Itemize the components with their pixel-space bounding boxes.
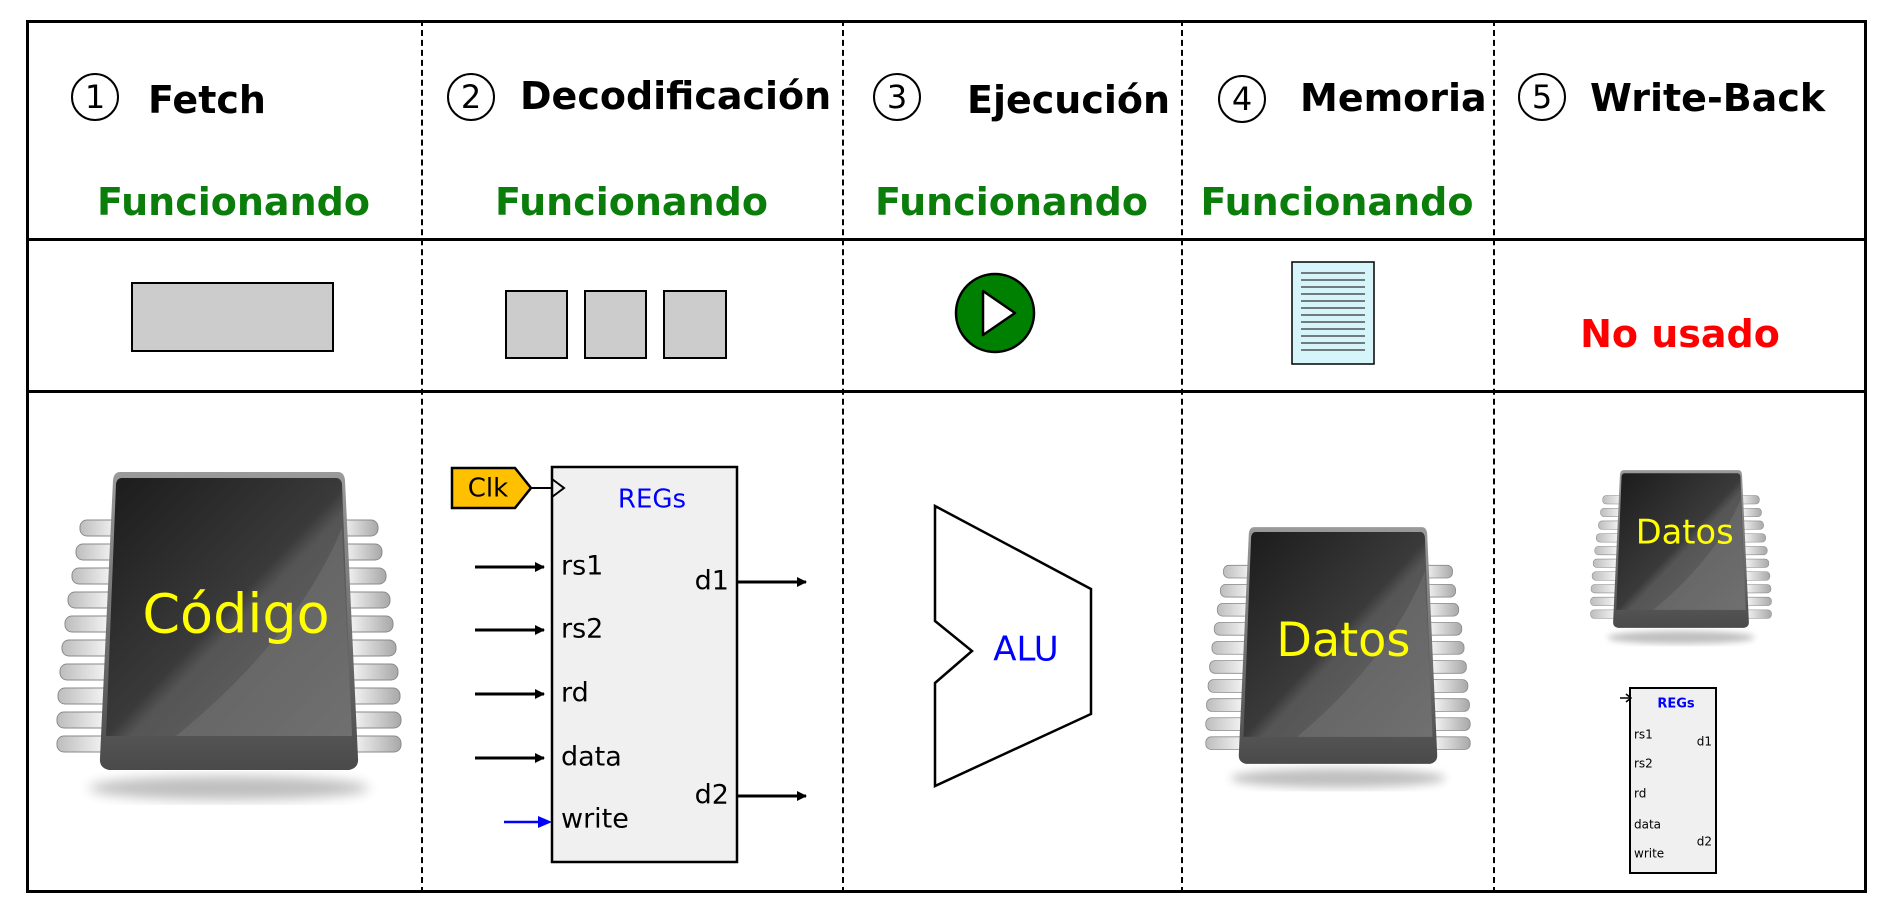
clock-label: Clk <box>468 474 508 504</box>
reg-input-data: data <box>561 742 622 773</box>
table-frame <box>26 20 1867 893</box>
data-memory-label: Datos <box>1276 612 1410 668</box>
stage-2-status: Funcionando <box>495 180 768 224</box>
decode-square-icon-1 <box>505 290 568 359</box>
wb-reg-input-rs1: rs1 <box>1634 728 1653 742</box>
stage-3-title: Ejecución <box>967 78 1171 122</box>
wb-reg-input-rd: rd <box>1634 787 1646 801</box>
reg-output-d2: d2 <box>695 780 729 811</box>
data-memory-chip: Datos <box>1205 527 1471 788</box>
code-memory-label: Código <box>142 583 329 646</box>
play-icon <box>954 272 1036 354</box>
column-divider-2 <box>842 20 844 893</box>
alu-label: ALU <box>993 630 1058 670</box>
reg-input-rs1: rs1 <box>561 551 603 582</box>
stage-4-number: 4 <box>1218 75 1266 123</box>
stage-1-number: 1 <box>71 73 119 121</box>
stage-3-status: Funcionando <box>875 180 1148 224</box>
row-divider-2 <box>26 390 1867 393</box>
register-file-title: REGs <box>618 485 686 515</box>
writeback-memory-label: Datos <box>1636 513 1734 552</box>
wb-reg-output-d1: d1 <box>1697 735 1712 749</box>
stage-3-number: 3 <box>873 73 921 121</box>
column-divider-4 <box>1493 20 1495 893</box>
stage-5-status: No usado <box>1580 312 1780 356</box>
register-file-block <box>550 465 739 864</box>
writeback-memory-chip: Datos <box>1590 470 1772 644</box>
alu-diagram: ALU <box>933 503 1093 788</box>
stage-4-status: Funcionando <box>1200 180 1474 224</box>
clock-tag <box>450 466 533 510</box>
clock-input-triangle <box>551 478 566 498</box>
decode-square-icon-3 <box>663 290 727 359</box>
stage-4-title: Memoria <box>1300 76 1487 120</box>
reg-input-rs2: rs2 <box>561 614 603 645</box>
stage-1-status: Funcionando <box>97 180 370 224</box>
wb-reg-input-rs2: rs2 <box>1634 757 1653 771</box>
wb-reg-output-d2: d2 <box>1697 835 1712 849</box>
stage-5-number: 5 <box>1518 73 1566 121</box>
reg-input-write: write <box>561 804 629 835</box>
stage-1-title: Fetch <box>148 78 266 122</box>
code-memory-chip: Código <box>56 472 402 800</box>
writeback-register-file: REGs rs1 rs2 rd data write d1 d2 <box>1620 687 1717 874</box>
wb-reg-input-write: write <box>1634 847 1664 861</box>
column-divider-1 <box>421 20 423 893</box>
fetch-rectangle-icon <box>131 282 334 352</box>
stage-5-title: Write-Back <box>1590 76 1826 120</box>
row-divider-1 <box>26 238 1867 241</box>
reg-output-d1: d1 <box>695 566 729 597</box>
writeback-regs-title: REGs <box>1657 697 1695 712</box>
wb-reg-input-data: data <box>1634 818 1661 832</box>
decode-square-icon-2 <box>584 290 647 359</box>
stage-2-title: Decodificación <box>520 74 832 118</box>
stage-2-number: 2 <box>447 73 495 121</box>
reg-input-rd: rd <box>561 678 589 709</box>
column-divider-3 <box>1181 20 1183 893</box>
memory-page-icon <box>1291 261 1375 365</box>
register-file-diagram: Clk REGs rs1 rs2 rd data write d1 d2 <box>450 465 807 864</box>
